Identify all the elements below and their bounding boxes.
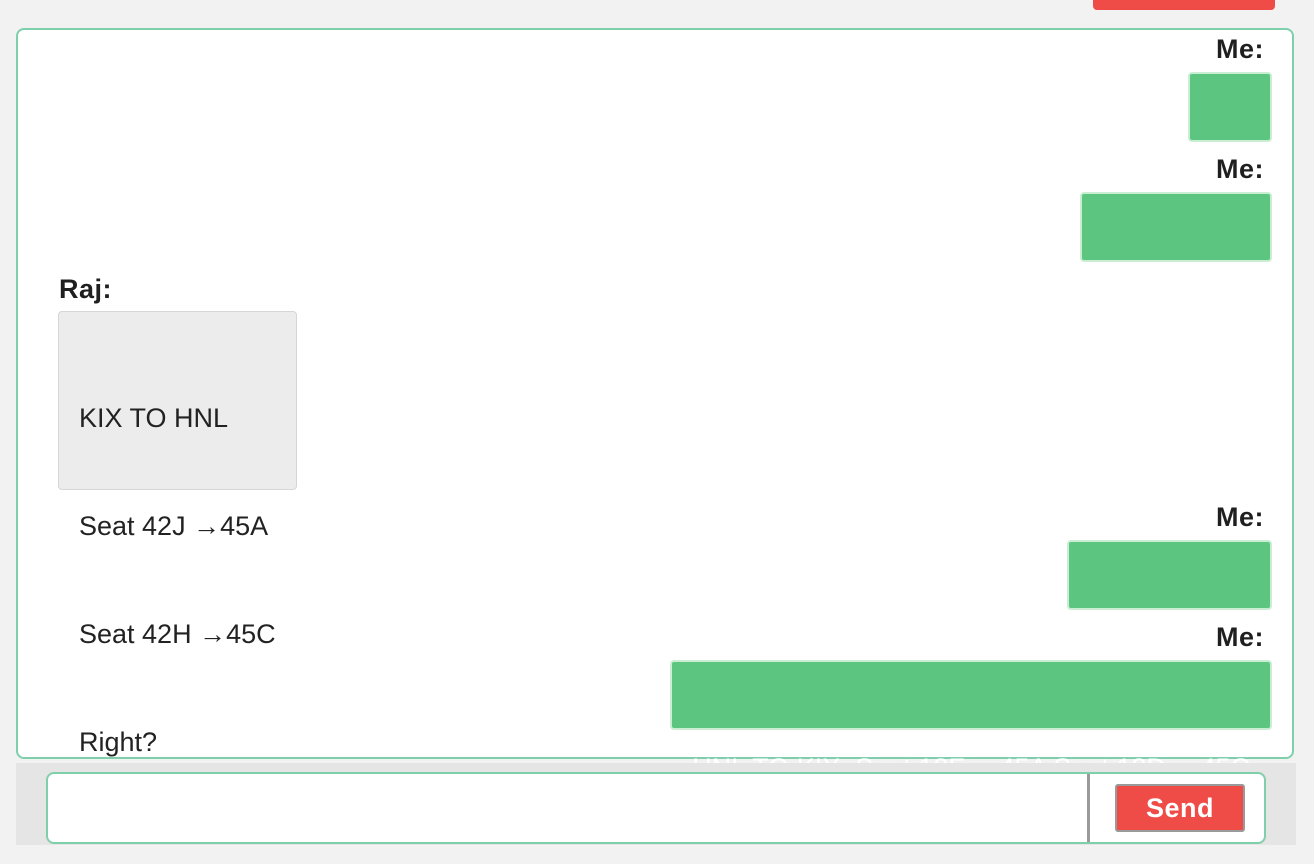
send-button[interactable]: Send [1115, 784, 1245, 832]
message-text: Seat 42H →45C [79, 619, 276, 649]
message-text: Seat 42J →45A [79, 511, 269, 541]
message-bubble-me: NO [1187, 72, 1272, 195]
composer-box: Send [46, 772, 1266, 844]
message-sender-label: Me: [1216, 154, 1264, 184]
message-sender-label: Me: [1216, 34, 1264, 64]
message-input[interactable] [48, 774, 1090, 842]
message-sender-label: Me: [1216, 502, 1264, 532]
message-text: that's correct! [1088, 633, 1250, 663]
message-text: KIX TO HNL [79, 403, 229, 433]
message-sender-label: Me: [1216, 622, 1264, 652]
message-composer: Send [16, 763, 1296, 845]
message-sender-label: Raj: [59, 274, 113, 304]
message-bubble-me: HNL TO KIX Seat 18F →45A Seat 18D →45C [670, 660, 1272, 783]
top-action-button[interactable] [1093, 0, 1275, 10]
message-bubble-me: that's correct! [1066, 540, 1272, 663]
chat-messages-panel: Me: NO Me: HNL TO KIX Raj: KIX TO HNL Se… [16, 28, 1294, 783]
message-text: HNL TO KIX [1101, 285, 1250, 315]
message-text: Right? [79, 727, 158, 757]
message-bubble-me: HNL TO KIX [1079, 192, 1272, 315]
message-bubble-other: KIX TO HNL Seat 42J →45A Seat 42H →45C R… [58, 311, 297, 757]
message-text: NO [1209, 165, 1251, 195]
